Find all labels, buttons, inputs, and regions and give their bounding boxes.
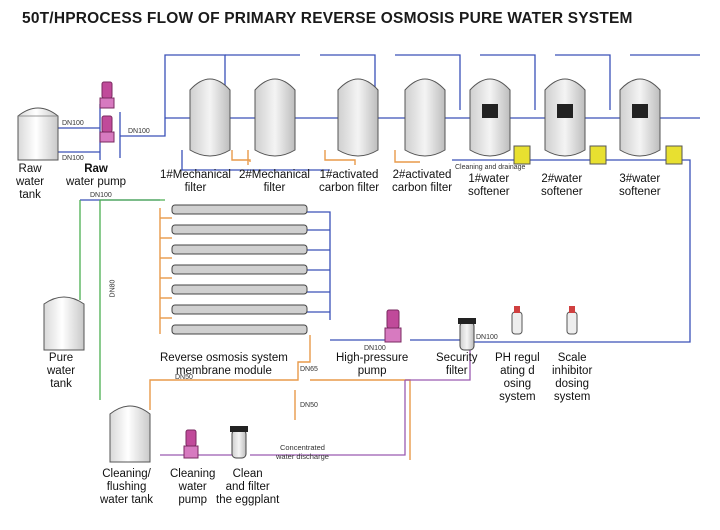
label-water-softener-1: 1#water softener [468,173,510,198]
scale-inhibitor-dosing-unit [566,306,578,335]
pipe-size-raw-out: DN100 [62,155,84,162]
label-cleaning-tank: Cleaning/ flushing water tank [100,468,154,506]
label-raw-water-tank: Raw water tank [16,163,45,201]
label-scale-dosing: Scale inhibitor dosing system [552,352,593,403]
label-security-filter: Security filter [436,352,478,377]
cleaning-water-pump [183,429,199,459]
pure-water-tank [43,296,85,351]
label-pure-water-tank: Pure water tank [47,352,76,390]
pipe-size-conc-2: DN50 [300,402,318,409]
raw-water-pump-lower [99,115,115,143]
water-softener-3 [619,78,683,165]
label-ro-module: Reverse osmosis system membrane module [160,352,288,377]
note-cleaning-drainage: Cleaning and drainage [455,164,526,171]
pipe-size-conc-1: DN65 [300,366,318,373]
label-mechanical-filter-1: 1#Mechanical filter [160,169,231,194]
label-water-softener-3: 3#water softener [619,173,661,198]
diagram-title: 50T/HPROCESS FLOW OF PRIMARY REVERSE OSM… [22,10,633,27]
label-cleaning-pump: Cleaning water pump [170,468,216,506]
label-water-softener-2: 2#water softener [541,173,583,198]
water-softener-2 [544,78,607,165]
ph-dosing-unit [511,306,523,335]
mechanical-filter-2 [254,78,296,157]
label-ph-dosing: PH regul ating d osing system [495,352,540,403]
cleaning-water-tank [109,405,151,463]
label-cleaning-filter: Clean and filter the eggplant [216,468,280,506]
pipe-size-raw-in: DN100 [62,120,84,127]
label-high-pressure-pump: High-pressure pump [336,352,409,377]
pipe-size-ro-feed: DN100 [90,192,112,199]
label-raw-water-pump: Raw water pump [66,163,127,188]
high-pressure-pump [384,309,402,343]
pipe-size-sec-out: DN100 [476,334,498,341]
label-carbon-filter-1: 1#activated carbon filter [319,169,380,194]
pure-water-pipes [79,199,165,400]
raw-water-pump-upper [99,81,115,109]
carbon-filter-1 [337,78,379,157]
pipe-size-clean-line: DN50 [175,374,193,381]
note-concentrated-discharge: Concentrated water discharge [276,443,329,461]
cleaning-filter [230,426,248,459]
label-carbon-filter-2: 2#activated carbon filter [392,169,453,194]
pipe-size-pure-line: DN80 [109,279,117,298]
water-softener-1 [469,78,531,165]
pipe-size-hp-in: DN100 [364,345,386,352]
label-mechanical-filter-2: 2#Mechanical filter [239,169,310,194]
pretreatment-pipes [58,54,700,343]
carbon-filter-2 [404,78,446,157]
pipe-size-pump-out: DN100 [128,128,150,135]
security-filter [458,318,476,351]
ro-membrane-module [171,204,308,335]
mechanical-filter-1 [189,78,231,157]
raw-water-tank [17,107,59,161]
